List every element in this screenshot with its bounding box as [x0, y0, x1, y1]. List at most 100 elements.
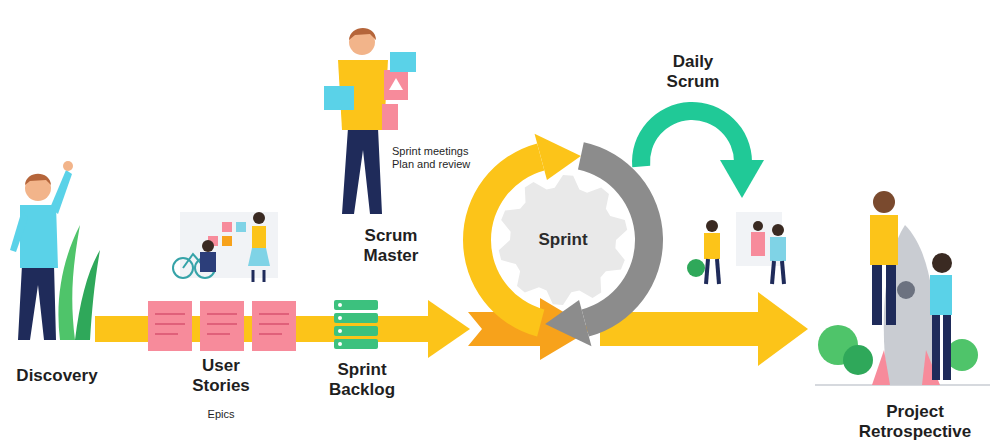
user-story-card [259, 313, 289, 315]
discovery-person [20, 205, 58, 268]
daily-scrum-team [706, 220, 718, 232]
retrospective-scene [932, 315, 940, 380]
backlog-stack [338, 342, 342, 346]
retrospective-scene [872, 350, 890, 385]
backlog-stack [338, 303, 342, 346]
story-board-scene [222, 236, 232, 246]
user-story-card [207, 313, 237, 315]
daily-scrum-team [706, 259, 708, 284]
stage-label: Sprint Backlog [329, 360, 395, 399]
stage-label: Daily Scrum [667, 52, 720, 91]
user-story-card [207, 333, 230, 335]
daily-scrum-team [782, 261, 784, 284]
user-story-card [155, 314, 289, 334]
user-story-card [200, 301, 244, 351]
daily-scrum-team [687, 212, 786, 284]
flow-arrow [428, 300, 470, 358]
sprint-cycle-arrows [545, 300, 591, 346]
daily-scrum-team [772, 224, 784, 236]
scrum-master-person [342, 128, 382, 214]
backlog-stack [338, 316, 342, 320]
story-board-scene [202, 240, 214, 252]
scrum-master-person [349, 28, 376, 40]
discovery-person [63, 161, 73, 171]
stage-label: Project Retrospective [859, 402, 971, 441]
node-title: Sprint [538, 230, 587, 250]
backlog-stack [334, 339, 378, 349]
daily-scrum-team [753, 221, 763, 231]
stage-label: Scrum Master [364, 226, 419, 265]
flow-arrow [95, 292, 808, 366]
user-story-card [207, 323, 237, 325]
stage-label: User Stories [192, 356, 250, 395]
scrum-master-person [324, 28, 416, 214]
backlog-stack [334, 300, 378, 349]
backlog-stack [334, 326, 378, 336]
discovery-person [25, 174, 51, 185]
backlog-stack [334, 300, 378, 310]
retrospective-scene [943, 315, 951, 380]
note-label: Epics [208, 408, 235, 421]
discovery-person [75, 250, 100, 340]
retrospective-scene [815, 191, 990, 385]
daily-scrum-team [687, 259, 705, 277]
story-board-scene [222, 222, 232, 232]
sprint-cycle-arrows [535, 134, 581, 180]
daily-scrum-arrow [720, 160, 764, 198]
discovery-person [58, 225, 80, 340]
discovery-person [10, 210, 28, 252]
retrospective-scene [843, 345, 873, 375]
scrum-master-person [349, 29, 375, 55]
daily-scrum-team [751, 232, 765, 256]
daily-scrum-team [770, 237, 786, 261]
note-label: Sprint meetings Plan and review [392, 145, 487, 170]
daily-scrum-arrow [632, 102, 764, 198]
retrospective-scene [872, 265, 882, 325]
user-story-card [148, 301, 296, 351]
backlog-stack [334, 313, 378, 323]
retrospective-scene [930, 275, 952, 315]
user-story-card [148, 301, 192, 351]
scrum-master-person [389, 78, 403, 90]
scrum-master-person [390, 52, 416, 72]
flow-arrow [758, 292, 808, 366]
retrospective-scene [870, 215, 898, 265]
retrospective-scene [932, 253, 952, 273]
story-board-scene [252, 226, 266, 248]
scrum-master-person [324, 86, 354, 110]
scrum-master-person [384, 70, 408, 100]
user-story-card [155, 313, 185, 315]
backlog-stack [338, 303, 342, 307]
user-story-card [155, 333, 178, 335]
story-board-scene [263, 270, 266, 282]
sprint-gear: Sprint [496, 173, 630, 307]
stage-label: Discovery [16, 366, 97, 386]
story-board-scene [253, 212, 265, 224]
story-board-scene [180, 212, 278, 278]
discovery-person [18, 265, 56, 340]
story-board-scene [173, 212, 278, 282]
user-story-card [155, 323, 185, 325]
retrospective-scene [897, 281, 915, 299]
story-board-scene [252, 270, 255, 282]
story-board-scene [248, 248, 270, 266]
retrospective-scene [873, 191, 895, 213]
story-board-scene [236, 222, 246, 232]
daily-scrum-team [772, 261, 774, 284]
discovery-person [50, 170, 72, 214]
user-story-card [259, 333, 282, 335]
daily-scrum-team [704, 233, 720, 259]
scrum-master-person [382, 104, 398, 130]
daily-scrum-arrow [632, 102, 752, 167]
gear-outline [499, 175, 627, 305]
retrospective-scene [886, 265, 896, 325]
user-story-card [252, 301, 296, 351]
backlog-stack [338, 329, 342, 333]
story-board-scene [200, 252, 216, 272]
discovery-person [10, 161, 100, 340]
daily-scrum-team [717, 259, 719, 284]
user-story-card [259, 323, 289, 325]
